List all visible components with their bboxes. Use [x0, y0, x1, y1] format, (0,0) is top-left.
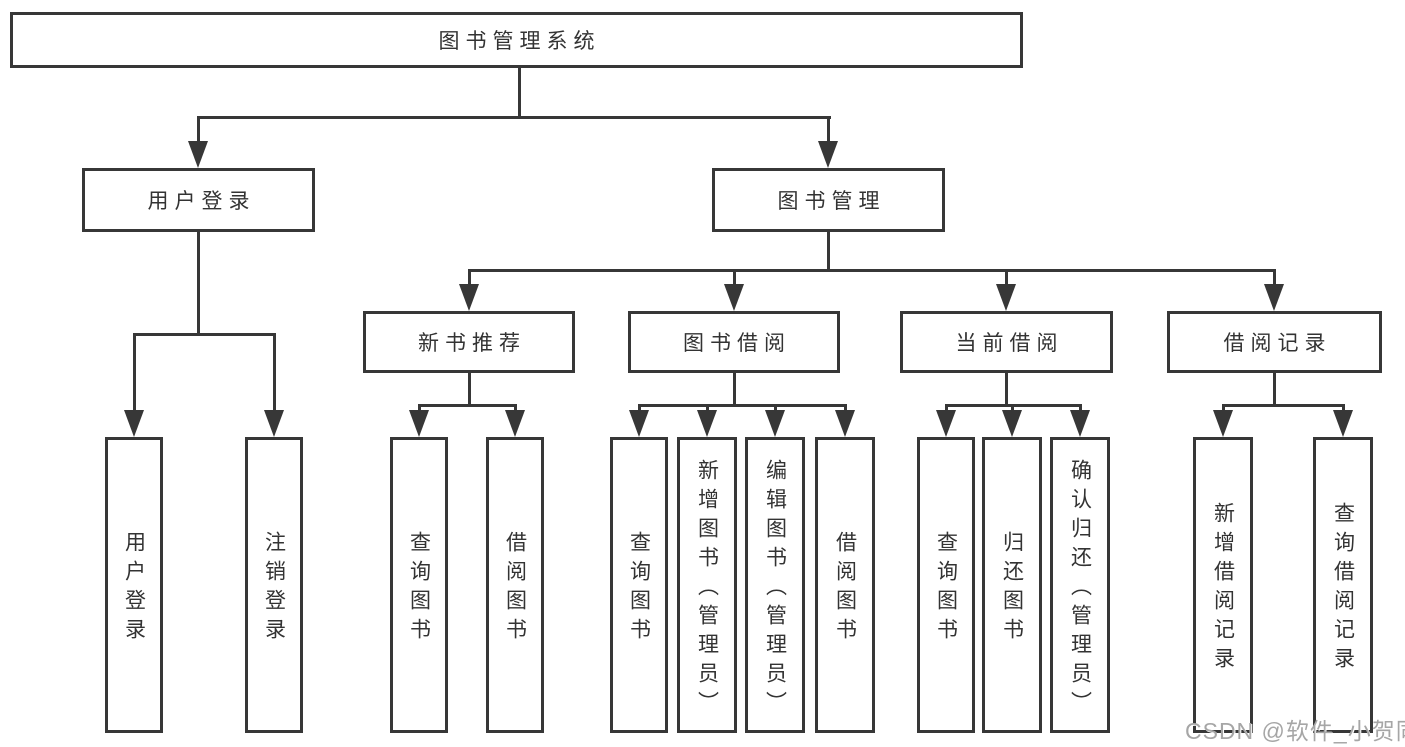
arrow-down-icon — [697, 410, 717, 437]
connector-login-drop-left — [133, 333, 136, 412]
leaf-query-books-borrow: 查询图书 — [610, 437, 668, 733]
connector-borrow-vertical — [733, 372, 736, 407]
connector-drop — [1222, 404, 1225, 414]
leaf-borrow-books-recommend: 借阅图书 — [486, 437, 544, 733]
connector-drop — [774, 404, 777, 414]
connector-records-vertical — [1273, 372, 1276, 407]
leaf-add-book-admin: 新增图书（管理员） — [677, 437, 737, 733]
connector-borrow-horizontal — [638, 404, 847, 407]
node-current-borrow: 当前借阅 — [900, 311, 1113, 373]
arrow-down-icon — [409, 410, 429, 437]
arrow-down-icon — [1002, 410, 1022, 437]
connector-drop — [945, 404, 948, 414]
leaf-confirm-return-admin: 确认归还（管理员） — [1050, 437, 1110, 733]
csdn-watermark: CSDN @软件_小贺同学 — [1185, 718, 1405, 744]
node-new-book-recommend: 新书推荐 — [363, 311, 575, 373]
leaf-return-books: 归还图书 — [982, 437, 1042, 733]
node-book-borrow: 图书借阅 — [628, 311, 840, 373]
connector-records-stub — [1273, 269, 1276, 286]
arrow-down-icon — [505, 410, 525, 437]
connector-drop — [1079, 404, 1082, 414]
arrow-down-icon — [629, 410, 649, 437]
node-book-management: 图书管理 — [712, 168, 945, 232]
connector-login-horizontal — [133, 333, 276, 336]
connector-records-horizontal — [1222, 404, 1345, 407]
node-borrow-records: 借阅记录 — [1167, 311, 1382, 373]
connector-drop — [638, 404, 641, 414]
connector-recommend-vertical — [468, 372, 471, 407]
arrow-down-icon — [724, 284, 744, 311]
arrow-down-icon — [1333, 410, 1353, 437]
connector-login-vertical — [197, 231, 200, 336]
arrow-down-icon — [835, 410, 855, 437]
leaf-logout: 注销登录 — [245, 437, 303, 733]
arrow-down-icon — [818, 141, 838, 168]
connector-drop — [1342, 404, 1345, 414]
connector-login-drop-right — [273, 333, 276, 412]
connector-drop — [706, 404, 709, 414]
connector-current-vertical — [1005, 372, 1008, 407]
leaf-query-books-current: 查询图书 — [917, 437, 975, 733]
node-root: 图书管理系统 — [10, 12, 1023, 68]
arrow-down-icon — [765, 410, 785, 437]
connector-drop — [1011, 404, 1014, 414]
arrow-down-icon — [996, 284, 1016, 311]
arrow-down-icon — [264, 410, 284, 437]
arrow-down-icon — [124, 410, 144, 437]
connector-recommend-horizontal — [418, 404, 517, 407]
leaf-query-books-recommend: 查询图书 — [390, 437, 448, 733]
leaf-edit-book-admin: 编辑图书（管理员） — [745, 437, 805, 733]
connector-recommend-stub — [468, 269, 471, 286]
arrow-down-icon — [188, 141, 208, 168]
connector-current-stub — [1005, 269, 1008, 286]
arrow-down-icon — [936, 410, 956, 437]
connector-login-stub — [197, 116, 200, 144]
arrow-down-icon — [459, 284, 479, 311]
leaf-borrow-books-borrow: 借阅图书 — [815, 437, 875, 733]
arrow-down-icon — [1070, 410, 1090, 437]
arrow-down-icon — [1264, 284, 1284, 311]
connector-drop — [418, 404, 421, 414]
leaf-query-borrow-record: 查询借阅记录 — [1313, 437, 1373, 733]
arrow-down-icon — [1213, 410, 1233, 437]
connector-level3-horizontal — [468, 269, 1276, 272]
connector-bookmgmt-vertical — [827, 231, 830, 272]
connector-borrow-stub — [733, 269, 736, 286]
connector-level2-horizontal — [197, 116, 831, 119]
leaf-add-borrow-record: 新增借阅记录 — [1193, 437, 1253, 733]
node-user-login: 用户登录 — [82, 168, 315, 232]
connector-root-vertical — [518, 67, 521, 118]
connector-drop — [514, 404, 517, 414]
leaf-user-login: 用户登录 — [105, 437, 163, 733]
connector-drop — [844, 404, 847, 414]
connector-bookmgmt-stub — [827, 116, 830, 144]
